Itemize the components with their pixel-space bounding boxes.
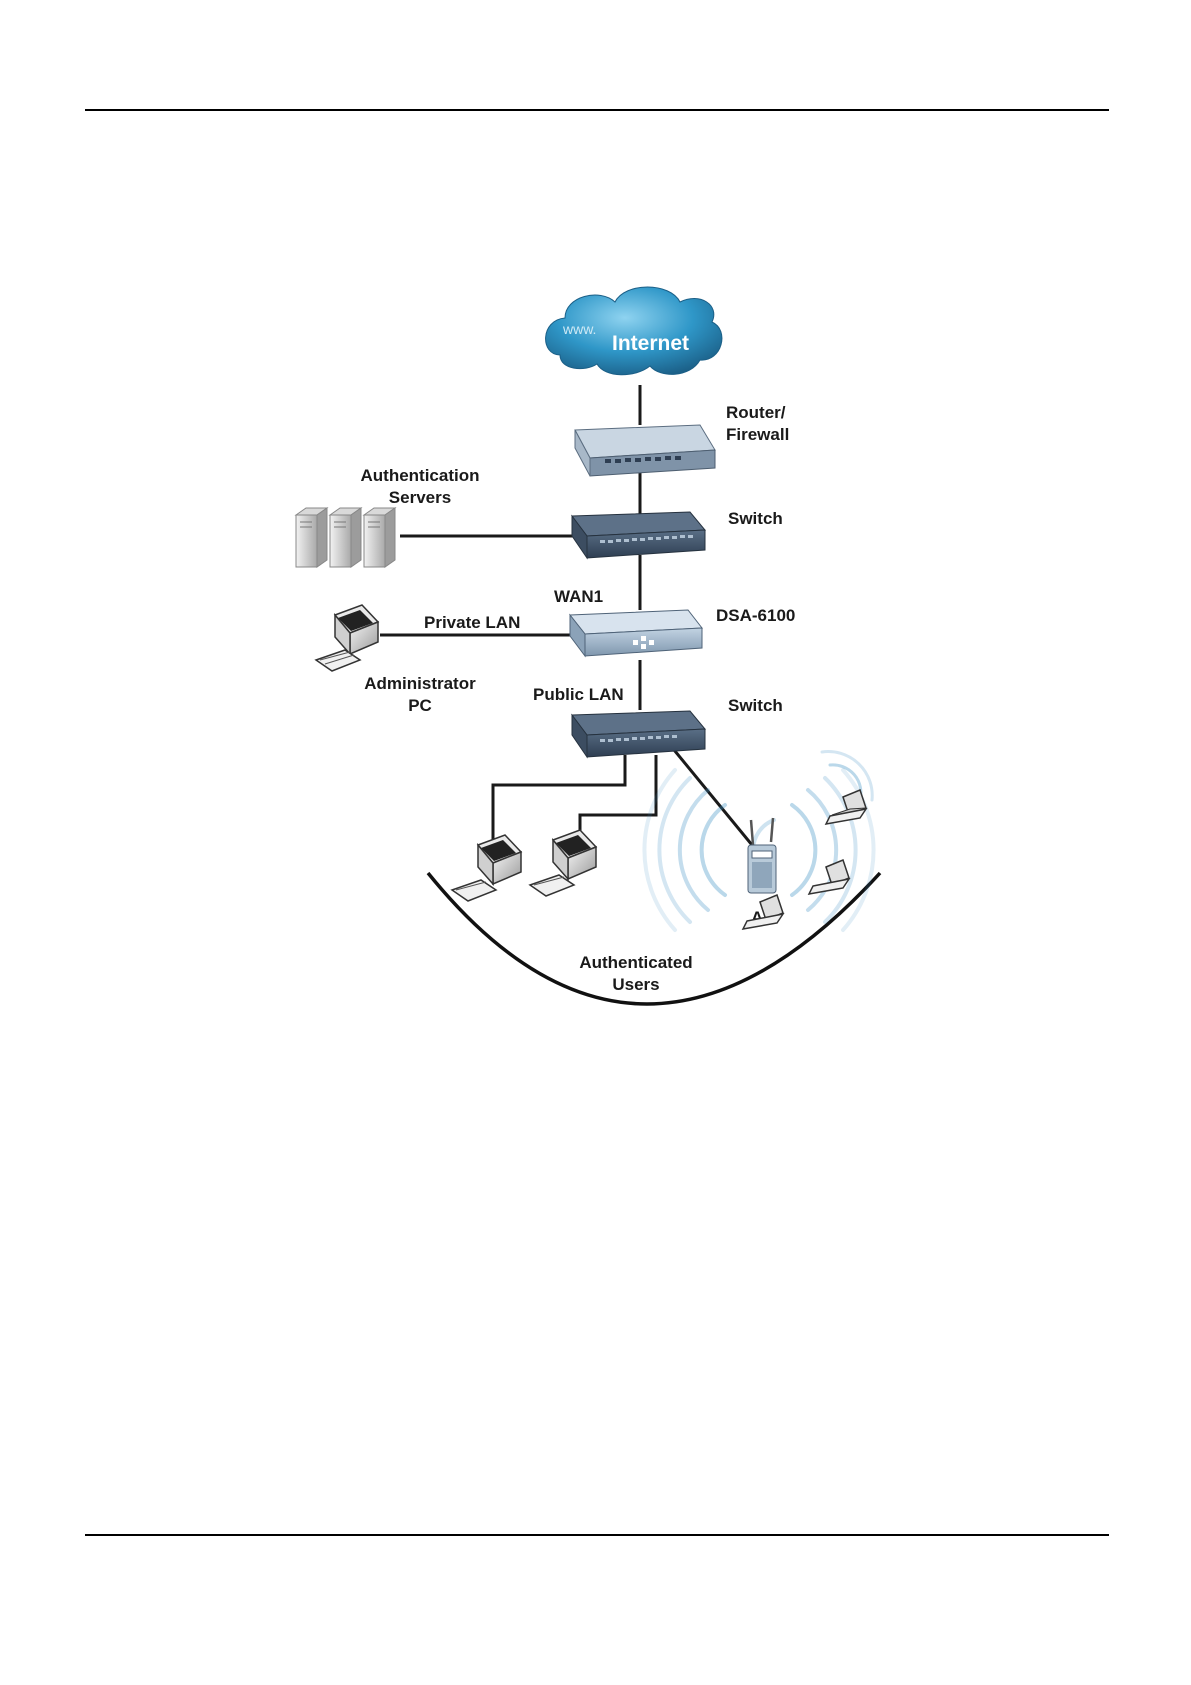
user-pc-2-icon <box>530 830 596 896</box>
router-firewall-icon <box>575 425 715 476</box>
admin-pc-label-line2: PC <box>408 696 432 715</box>
link-switch-pc1 <box>493 755 625 845</box>
user-pc-1-icon <box>452 835 521 901</box>
switch-top-icon <box>572 512 705 558</box>
switch-bottom-label: Switch <box>728 696 783 715</box>
auth-servers-label-line1: Authentication <box>361 466 480 485</box>
authentication-servers-icon <box>296 508 395 567</box>
administrator-pc-icon <box>316 605 378 671</box>
public-lan-label: Public LAN <box>533 685 624 704</box>
authenticated-users-label-line1: Authenticated <box>579 953 692 972</box>
laptop-3-icon <box>743 895 783 929</box>
router-label-line2: Firewall <box>726 425 789 444</box>
admin-pc-label-line1: Administrator <box>364 674 476 693</box>
wan1-label: WAN1 <box>554 587 603 606</box>
internet-label: Internet <box>612 332 689 355</box>
dsa-6100-icon <box>570 610 702 656</box>
auth-servers-label-line2: Servers <box>389 488 451 507</box>
internet-cloud-icon: www. Internet <box>546 287 722 375</box>
dsa-label: DSA-6100 <box>716 606 795 625</box>
switch-top-label: Switch <box>728 509 783 528</box>
router-label-line1: Router/ <box>726 403 786 422</box>
laptop-1-icon <box>826 790 866 824</box>
internet-watermark: www. <box>562 321 596 337</box>
private-lan-label: Private LAN <box>424 613 520 632</box>
authenticated-users-label-line2: Users <box>612 975 659 994</box>
wireless-signal-waves <box>644 752 873 930</box>
switch-bottom-icon <box>572 711 705 757</box>
